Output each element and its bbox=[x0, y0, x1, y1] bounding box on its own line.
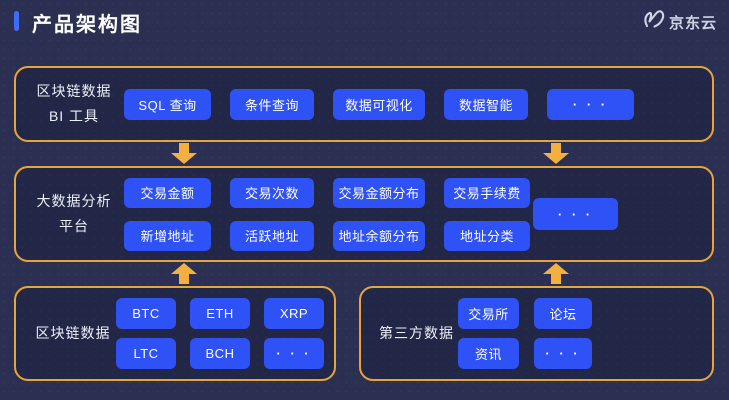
node-forum: 论坛 bbox=[534, 298, 592, 329]
node-exchange: 交易所 bbox=[458, 298, 519, 329]
node-transaction-count: 交易次数 bbox=[230, 177, 314, 208]
layer-thirdparty-data: 第三方数据 交易所 论坛 资讯 · · · bbox=[359, 286, 714, 381]
arrow-up-icon bbox=[543, 263, 569, 284]
arrow-up-icon bbox=[171, 263, 197, 284]
node-eth: ETH bbox=[190, 298, 250, 329]
node-address-classification: 地址分类 bbox=[444, 220, 530, 251]
node-data-visualization: 数据可视化 bbox=[333, 88, 425, 120]
page-title: 产品架构图 bbox=[32, 14, 142, 36]
node-news: 资讯 bbox=[458, 338, 519, 369]
layer-blockchain-label: 区块链数据 bbox=[35, 325, 111, 341]
node-active-addresses: 活跃地址 bbox=[230, 220, 314, 251]
layer-blockchain-data: 区块链数据 BTC ETH XRP LTC BCH · · · bbox=[14, 286, 336, 381]
node-bch: BCH bbox=[190, 338, 250, 369]
node-xrp: XRP bbox=[264, 298, 324, 329]
jdcloud-swoosh-icon bbox=[642, 10, 666, 35]
title-accent-bar bbox=[14, 11, 19, 31]
thirdparty-node-grid: 交易所 论坛 资讯 · · · bbox=[458, 298, 592, 369]
layer-bi-tools: 区块链数据 BI 工具 SQL 查询 条件查询 数据可视化 数据智能 · · · bbox=[14, 66, 714, 142]
node-balance-distribution: 地址余额分布 bbox=[333, 220, 425, 251]
header: 产品架构图 京东云 bbox=[14, 8, 717, 36]
node-ltc: LTC bbox=[116, 338, 176, 369]
layer-platform-label: 大数据分析 平台 bbox=[24, 189, 124, 239]
node-btc: BTC bbox=[116, 298, 176, 329]
node-bi-more: · · · bbox=[547, 88, 634, 120]
node-condition-query: 条件查询 bbox=[230, 88, 314, 120]
layer-platform: 大数据分析 平台 交易金额 交易次数 交易金额分布 交易手续费 新增地址 活跃地… bbox=[14, 166, 714, 262]
layer-bi-label: 区块链数据 BI 工具 bbox=[24, 79, 124, 129]
arrow-down-icon bbox=[543, 143, 569, 164]
node-transaction-amount: 交易金额 bbox=[124, 177, 211, 208]
layer-platform-label-line1: 大数据分析 bbox=[36, 193, 112, 209]
node-new-addresses: 新增地址 bbox=[124, 220, 211, 251]
layer-thirdparty-label: 第三方数据 bbox=[379, 325, 454, 341]
platform-node-row-2: 新增地址 活跃地址 地址余额分布 地址分类 bbox=[124, 220, 530, 251]
node-transaction-fee: 交易手续费 bbox=[444, 177, 530, 208]
node-platform-more: · · · bbox=[533, 198, 618, 230]
arrow-down-icon bbox=[171, 143, 197, 164]
node-data-intelligence: 数据智能 bbox=[444, 88, 528, 120]
node-thirdparty-more: · · · bbox=[534, 338, 592, 369]
jdcloud-logo: 京东云 bbox=[642, 10, 717, 35]
node-sql-query: SQL 查询 bbox=[124, 88, 211, 120]
layer-bi-label-line1: 区块链数据 bbox=[36, 83, 112, 99]
platform-node-row-1: 交易金额 交易次数 交易金额分布 交易手续费 bbox=[124, 177, 530, 208]
logo-text: 京东云 bbox=[668, 15, 717, 32]
blockchain-node-grid: BTC ETH XRP LTC BCH · · · bbox=[116, 298, 324, 369]
layer-bi-label-line2: BI 工具 bbox=[48, 108, 100, 124]
bi-node-row: SQL 查询 条件查询 数据可视化 数据智能 · · · bbox=[124, 88, 634, 120]
layer-platform-label-line2: 平台 bbox=[59, 218, 89, 234]
node-chain-more: · · · bbox=[264, 338, 324, 369]
platform-node-rows: 交易金额 交易次数 交易金额分布 交易手续费 新增地址 活跃地址 地址余额分布 … bbox=[124, 177, 530, 251]
node-amount-distribution: 交易金额分布 bbox=[333, 177, 425, 208]
